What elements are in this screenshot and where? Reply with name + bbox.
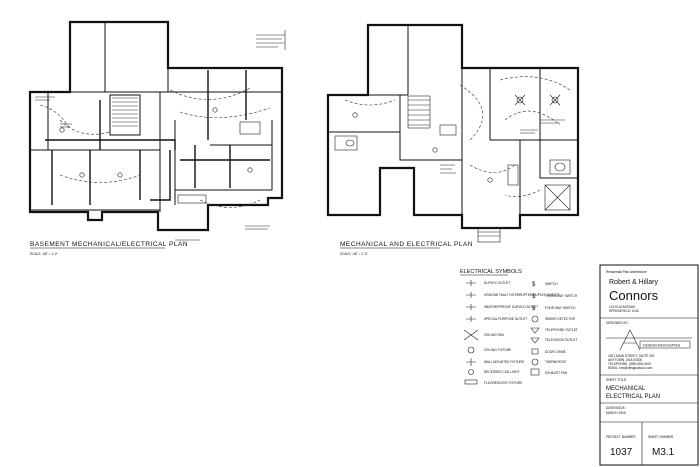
main-floor-plan: [326, 23, 580, 243]
legend-right-item: THREE-WAY SWITCH: [545, 294, 578, 298]
legend-heading: ELECTRICAL SYMBOLS: [460, 269, 522, 275]
sheet-title-line: MECHANICAL: [606, 386, 646, 392]
legend-right-item: TELEVISION OUTLET: [545, 338, 577, 342]
date-value: MARCH 2005: [606, 411, 626, 415]
main-plan-title: MECHANICAL AND ELECTRICAL PLAN: [340, 241, 473, 248]
sheet-title-line: ELECTRICAL PLAN: [606, 394, 660, 400]
legend-right-item: EXHAUST FAN: [545, 371, 568, 375]
legend-left-item: RECESSED CAN LIGHT: [484, 370, 519, 374]
legend-left-item: CEILING FAN: [484, 333, 505, 337]
client-line: Robert & Hillary: [609, 279, 659, 286]
firm-line: EMAIL: info@designassoc.com: [608, 366, 653, 370]
firm-logo: DESIGN ASSOCIATES: [606, 329, 692, 351]
title-block-note: Residential Plan Architecture: [606, 270, 647, 274]
basement-plan-title: BASEMENT MECHANICAL/ELECTRICAL PLAN: [30, 241, 188, 248]
firm-line: ANYTOWN, USA 00000: [608, 358, 642, 362]
sheet-title-label: SHEET TITLE:: [606, 378, 627, 382]
main-plan-scale: SCALE: 1/8" = 1'-0": [340, 252, 368, 256]
sheet-number-value: M3.1: [652, 447, 675, 458]
project-number-label: PROJECT NUMBER: [606, 435, 636, 439]
electrical-legend: ELECTRICAL SYMBOLS DUPLEX OUTLET GROUND …: [460, 269, 578, 385]
svg-text:$: $: [532, 306, 536, 312]
designer-label: DESIGNED BY:: [606, 321, 629, 325]
date-label: DATE/ISSUE:: [606, 406, 626, 410]
basement-plan: [28, 20, 286, 241]
legend-right-item: SMOKE DETECTOR: [545, 317, 576, 321]
legend-left-item: CEILING FIXTURE: [484, 348, 511, 352]
client-address: 123 ELM AVENUE: [609, 305, 635, 309]
legend-right-item: TELEPHONE OUTLET: [545, 328, 578, 332]
svg-text:$: $: [532, 282, 536, 288]
legend-left-item: GROUND FAULT INTERRUPTER DUPLEX OUTLET: [484, 293, 559, 297]
client-address: SPRINGFIELD, USA: [609, 309, 639, 313]
legend-left-item: WEATHERPROOF DUPLEX OUTLET: [484, 305, 538, 309]
project-number-value: 1037: [610, 447, 633, 458]
legend-right-item: FOUR-WAY SWITCH: [545, 306, 576, 310]
sheet-number-label: SHEET NUMBER: [648, 435, 674, 439]
legend-right-symbols: $ $ $: [530, 282, 540, 376]
legend-left-item: FLUORESCENT FIXTURE: [484, 381, 522, 385]
title-block: Residential Plan Architecture Robert & H…: [599, 264, 699, 466]
firm-logo-text: DESIGN ASSOCIATES: [643, 344, 681, 348]
legend-left-item: DUPLEX OUTLET: [484, 281, 510, 285]
legend-right-item: DOOR CHIME: [545, 350, 566, 354]
legend-left-item: WALL MOUNTED FIXTURE: [484, 360, 524, 364]
client-name: Connors: [609, 288, 659, 303]
firm-line: TELEPHONE: (555) 555-0100: [608, 362, 651, 366]
basement-plan-scale: SCALE: 1/8" = 1'-0": [30, 252, 58, 256]
legend-right-item: SWITCH: [545, 282, 558, 286]
legend-left-symbols: [463, 280, 479, 385]
firm-line: 4321 MAIN STREET, SUITE 200: [608, 354, 655, 358]
legend-right-item: THERMOSTAT: [545, 360, 567, 364]
svg-text:$: $: [532, 294, 536, 300]
legend-left-item: SPECIAL PURPOSE OUTLET: [484, 317, 527, 321]
